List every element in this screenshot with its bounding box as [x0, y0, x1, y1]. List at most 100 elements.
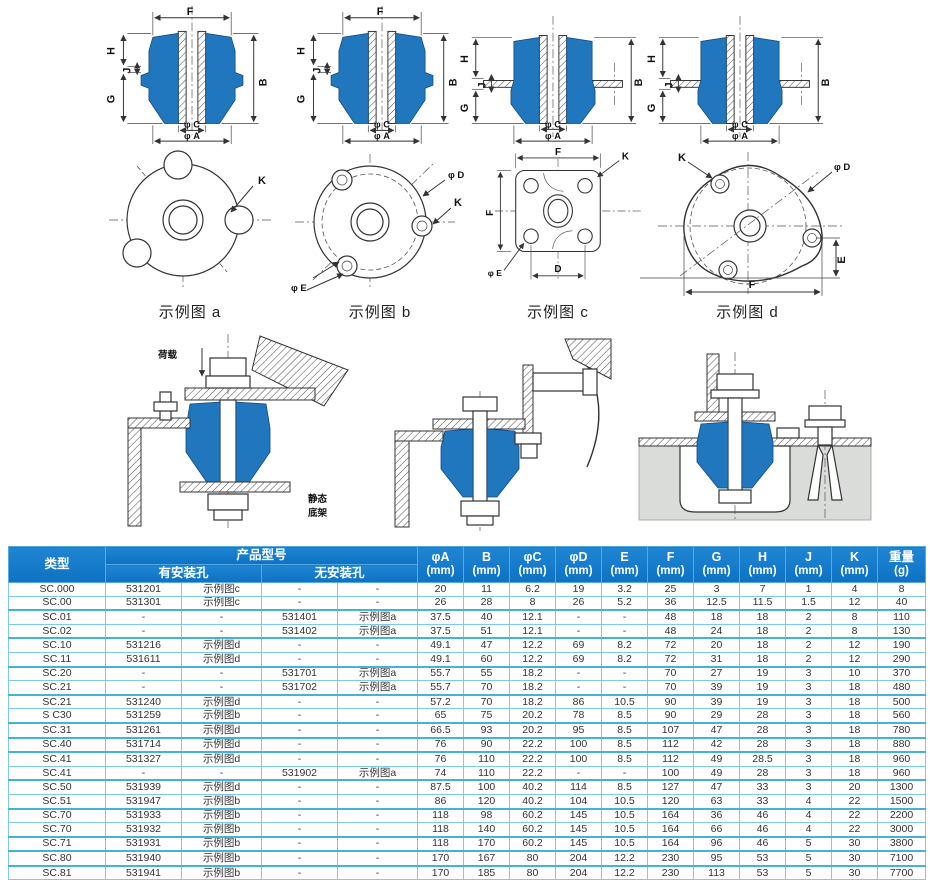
mount-cross-section-svg: F B H J G φ C φ A — [296, 6, 459, 145]
table-cell: 12.2 — [601, 864, 649, 881]
table-cell: - — [181, 623, 262, 639]
table-cell: - — [105, 665, 182, 682]
table-cell: 39 — [693, 693, 741, 710]
dim-label-phiA: φ A — [374, 131, 390, 141]
table-cell: 10.5 — [601, 807, 649, 824]
table-cell: 60.2 — [509, 835, 557, 852]
table-cell: - — [105, 680, 182, 696]
table-cell: 560 — [877, 708, 927, 724]
table-cell: 90 — [647, 708, 695, 724]
table-cell: 6.2 — [509, 582, 557, 597]
table-cell: 70 — [463, 680, 511, 696]
table-cell: SC.10 — [8, 637, 106, 653]
top-view-a: K 示例图 a — [95, 150, 285, 322]
table-cell: 98 — [463, 807, 511, 824]
table-cell: - — [181, 680, 262, 696]
table-cell: 86 — [555, 693, 603, 710]
table-cell: - — [555, 609, 603, 625]
table-cell: 170 — [463, 835, 511, 852]
table-cell: 8.5 — [601, 779, 649, 795]
dim-label-B: B — [447, 78, 459, 86]
column-header-without-holes: 无安装孔 — [260, 564, 419, 583]
table-cell: 170 — [417, 864, 465, 881]
table-cell: 48 — [647, 609, 695, 625]
table-cell: 127 — [647, 779, 695, 795]
dim-label-B: B — [820, 78, 832, 86]
table-cell: 19 — [739, 680, 787, 696]
table-cell: 87.5 — [417, 779, 465, 795]
dim-label-phiC: φ C — [545, 119, 561, 129]
table-cell: 531327 — [105, 751, 182, 767]
label-phiD: φ D — [448, 170, 464, 181]
table-cell: 5 — [785, 835, 833, 852]
table-cell: - — [181, 665, 262, 682]
table-cell: - — [601, 680, 649, 696]
table-cell: 2200 — [877, 807, 927, 824]
table-cell: 18 — [831, 693, 879, 710]
table-cell: 3 — [785, 736, 833, 753]
table-cell: 19 — [739, 665, 787, 682]
table-cell: 示例图d — [181, 779, 262, 795]
table-cell: 18 — [831, 708, 879, 724]
table-cell: 113 — [693, 864, 741, 881]
table-cell: 3000 — [877, 822, 927, 838]
table-cell: 3 — [785, 665, 833, 682]
table-cell: - — [261, 850, 338, 867]
table-cell: 78 — [555, 708, 603, 724]
diagram-caption: 示例图 c — [527, 304, 589, 321]
table-cell: - — [336, 651, 419, 668]
table-cell: 42 — [693, 736, 741, 753]
table-cell: 118 — [417, 807, 465, 824]
table-cell: - — [336, 793, 419, 810]
top-view-d-svg: K φ D E F — [640, 152, 850, 296]
table-cell: 28 — [739, 721, 787, 739]
column-header-dim: F(mm) — [647, 546, 695, 583]
table-cell: 4 — [785, 822, 833, 838]
label-K: K — [678, 152, 686, 164]
top-view-d: K φ D E F 示例图 d — [640, 146, 855, 322]
dim-label-H: H — [646, 55, 658, 63]
column-header-dim: E(mm) — [601, 546, 649, 583]
table-cell: 74 — [417, 765, 465, 781]
table-cell: 2 — [785, 623, 833, 639]
table-cell: 1300 — [877, 779, 927, 795]
table-cell: 示例图d — [181, 637, 262, 653]
table-cell: SC.21 — [8, 693, 106, 710]
table-cell: 531201 — [105, 582, 182, 597]
cross-section-diagram-2: F B H J G φ C φ A — [290, 4, 475, 146]
table-cell: - — [336, 835, 419, 852]
table-cell: 37.5 — [417, 609, 465, 625]
table-cell: 145 — [555, 835, 603, 852]
table-cell: 110 — [463, 765, 511, 781]
table-cell: 531714 — [105, 736, 182, 753]
table-cell: 46 — [739, 822, 787, 838]
table-cell: 26 — [555, 595, 603, 611]
table-cell: 46 — [739, 835, 787, 852]
table-cell: 10.5 — [601, 693, 649, 710]
table-cell: 107 — [647, 721, 695, 739]
rubber-body — [140, 32, 179, 124]
table-cell: 22 — [831, 807, 879, 824]
table-cell: 531702 — [261, 680, 338, 696]
table-cell: 204 — [555, 850, 603, 867]
table-cell: 185 — [463, 864, 511, 881]
table-cell: 28 — [739, 765, 787, 781]
table-cell: 示例图b — [181, 822, 262, 838]
table-cell: 80 — [509, 850, 557, 867]
table-cell: 531939 — [105, 779, 182, 795]
table-cell: 60.2 — [509, 807, 557, 824]
table-cell: SC.41 — [8, 765, 106, 781]
table-cell: 76 — [417, 736, 465, 753]
cross-section-diagram-3: B H J G φ C φ A — [458, 14, 648, 146]
table-cell: SC.02 — [8, 623, 106, 639]
table-cell: 12.2 — [509, 637, 557, 653]
table-cell: 示例图a — [336, 609, 419, 625]
column-header-dim: J(mm) — [785, 546, 833, 583]
dim-label-H: H — [296, 47, 308, 55]
dim-label-J: J — [311, 68, 323, 74]
table-cell: 20 — [831, 779, 879, 795]
table-cell: - — [336, 708, 419, 724]
